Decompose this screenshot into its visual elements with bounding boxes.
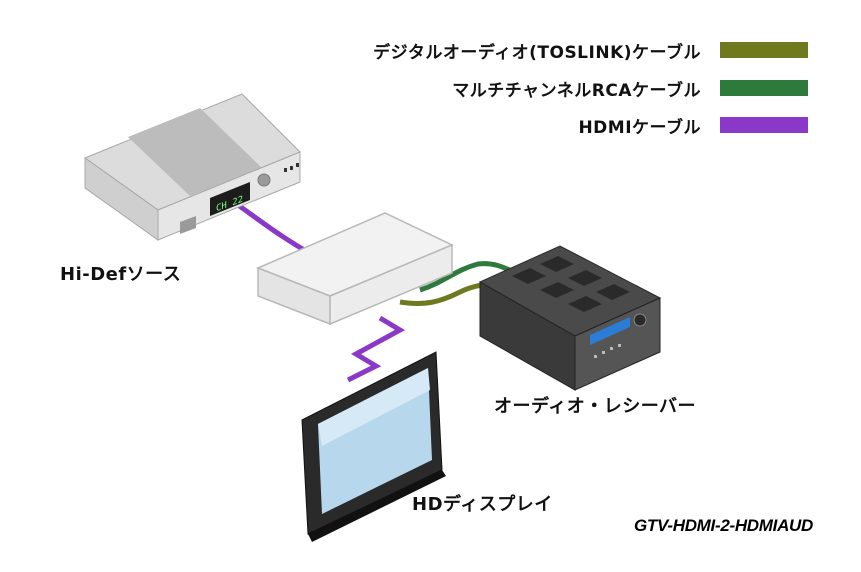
hdmi-cable-splitter-to-display [346,315,406,383]
splitter-device [256,212,454,326]
hd-display-device [301,351,446,542]
source-label: Hi-Defソース [60,264,182,285]
hidef-source-device: CH 22 [83,93,301,241]
legend-swatch-rca [720,80,808,96]
legend-label-toslink: デジタルオーディオ(TOSLINK)ケーブル [373,43,701,63]
legend-swatch-toslink [720,42,808,58]
audio-receiver-device [478,245,662,391]
rca-cable [419,261,520,293]
receiver-label: オーディオ・レシーバー [494,396,697,417]
model-number: GTV-HDMI-2-HDMIAUD [633,516,813,535]
legend-swatch-hdmi [720,117,808,133]
legend-label-rca: マルチチャンネルRCAケーブル [452,81,701,101]
display-label: HDディスプレイ [412,494,553,515]
legend-label-hdmi: HDMIケーブル [578,118,701,138]
